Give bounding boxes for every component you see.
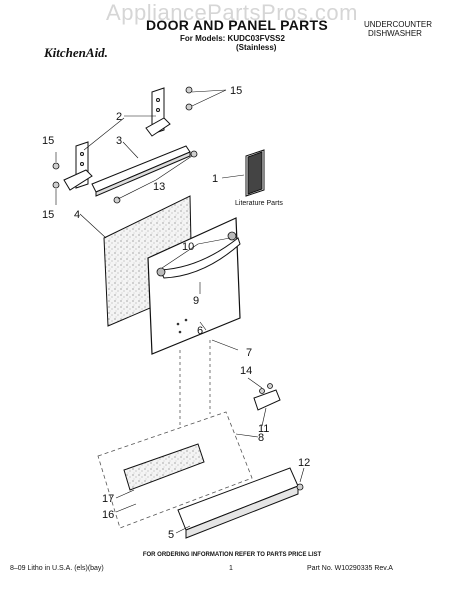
toe-panel [177, 467, 299, 539]
bracket-right [145, 87, 171, 137]
document-part-number: Part No. W10290335 Rev.A [307, 565, 393, 572]
page-number: 1 [229, 565, 233, 572]
callout-2: 2 [116, 111, 122, 123]
mounting-rail [91, 145, 191, 197]
brand-logo: KitchenAid. [44, 45, 108, 60]
literature-booklet [245, 149, 265, 197]
category-line-1: UNDERCOUNTER [364, 20, 432, 29]
alignment-lines [179, 340, 211, 426]
callout-5: 5 [168, 529, 174, 541]
cover-screws [259, 383, 273, 394]
callout-7: 7 [246, 347, 252, 359]
panel-holes [176, 318, 188, 334]
print-info: 8–09 Litho in U.S.A. (els)(bay) [10, 565, 104, 572]
callout-9: 9 [193, 295, 199, 307]
callout-17: 17 [102, 493, 114, 505]
callout-10: 10 [182, 241, 194, 253]
leader-lines [55, 89, 305, 534]
callout-15-left-lower: 15 [42, 209, 54, 221]
control-cover [253, 389, 281, 411]
door-handle [159, 237, 241, 279]
category-line-2: DISHWASHER [368, 29, 422, 38]
callout-8: 8 [258, 432, 264, 444]
literature-parts-label: Literature Parts [235, 200, 283, 207]
insulation-strip [123, 443, 205, 491]
ordering-info: FOR ORDERING INFORMATION REFER TO PARTS … [142, 552, 322, 558]
callout-3: 3 [116, 135, 122, 147]
callout-13: 13 [153, 181, 165, 193]
callout-4: 4 [74, 209, 80, 221]
callout-15-upper: 15 [230, 85, 242, 97]
watermark: AppliancePartsPros.com [106, 0, 358, 25]
model-number: For Models: KUDC03FVSS2 [180, 34, 285, 43]
callout-16: 16 [102, 509, 114, 521]
bracket-left [63, 141, 93, 191]
toe-panel-screw [296, 483, 304, 491]
screws [52, 86, 198, 204]
model-variant: (Stainless) [236, 43, 277, 52]
page-title: DOOR AND PANEL PARTS [146, 17, 329, 33]
callout-14: 14 [240, 365, 252, 377]
callout-1: 1 [212, 173, 218, 185]
toe-panel-assembly-outline [97, 411, 253, 529]
callout-11: 11 [258, 423, 269, 435]
callout-6: 6 [197, 325, 203, 337]
callout-15-left-upper: 15 [42, 135, 54, 147]
callout-12: 12 [298, 457, 310, 469]
